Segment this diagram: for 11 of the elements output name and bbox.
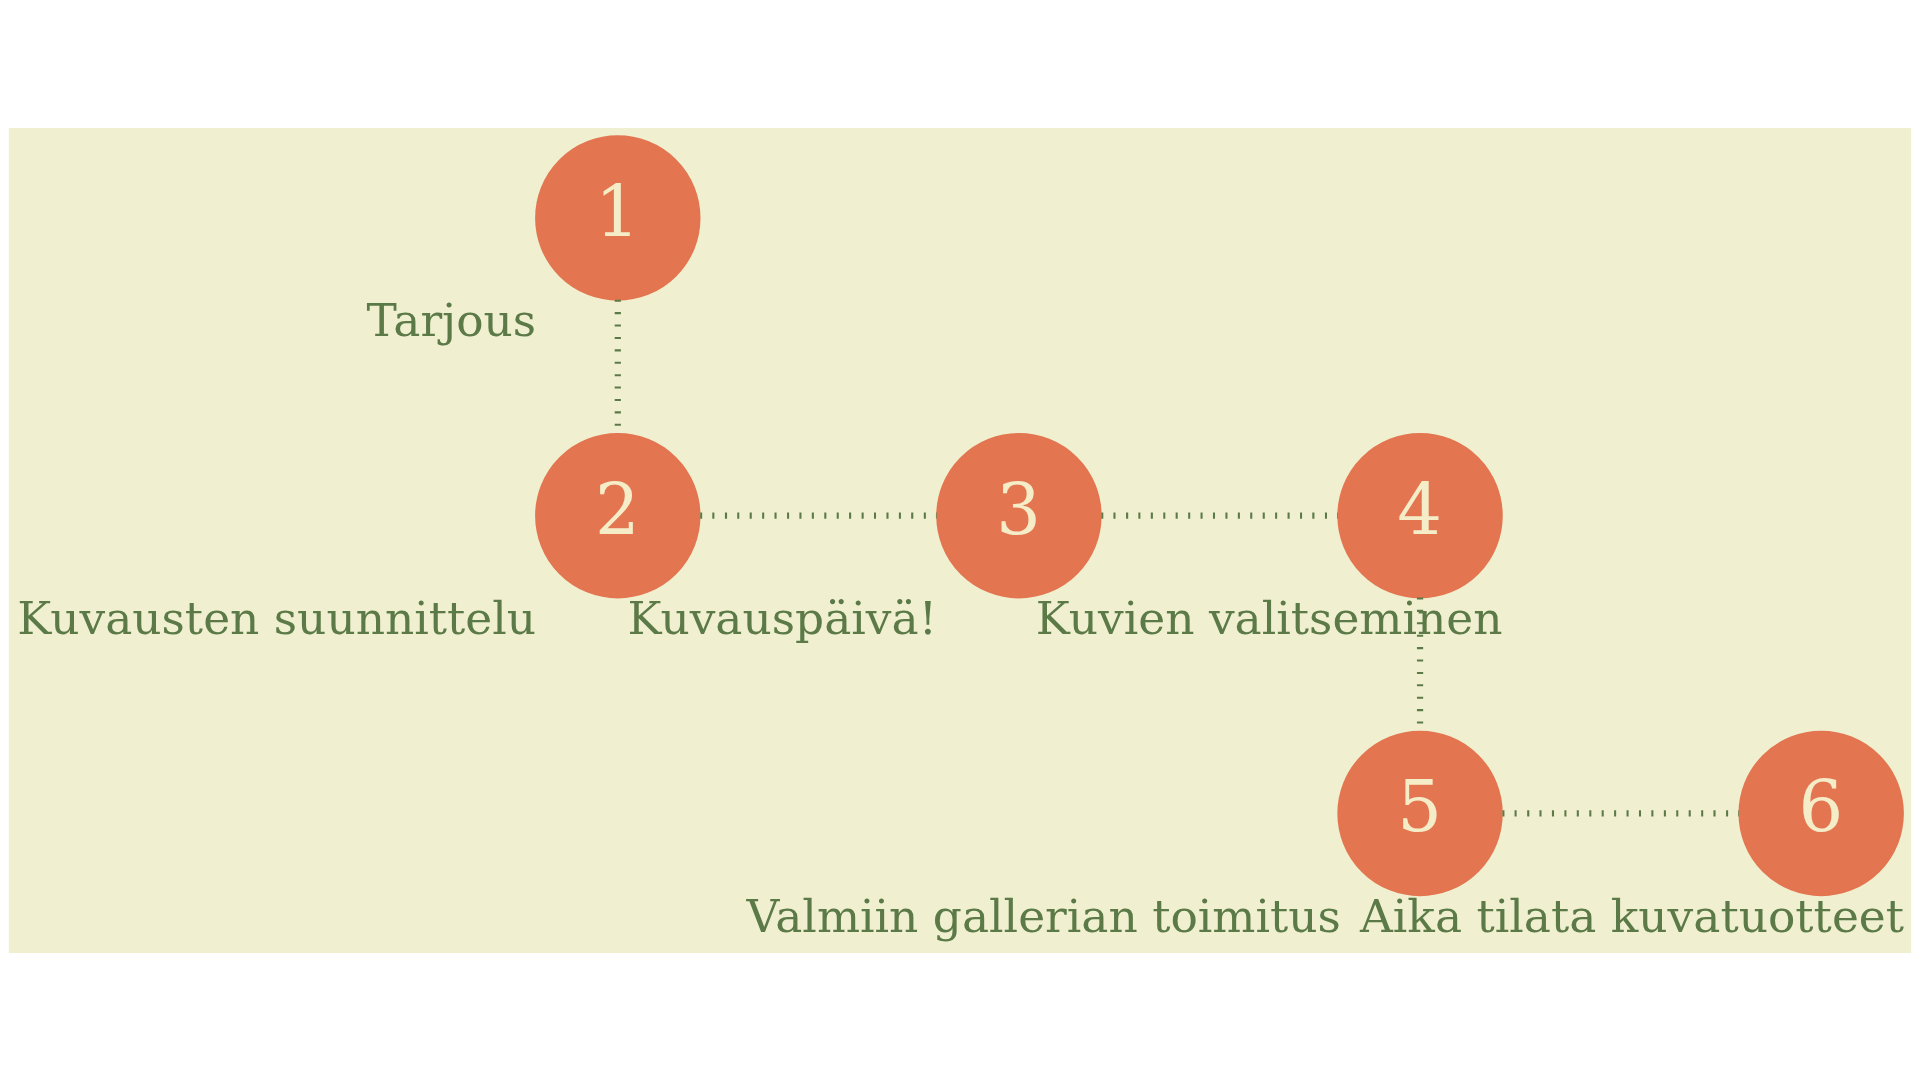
node-label: Tarjous xyxy=(366,293,537,347)
connector xyxy=(700,512,937,519)
node-circle: 4 xyxy=(1337,432,1503,598)
node-circle: 5 xyxy=(1337,730,1503,896)
node-circle: 2 xyxy=(535,432,701,598)
node-circle: 3 xyxy=(936,432,1102,598)
connector xyxy=(1502,809,1739,817)
node-label: Kuvausten suunnittelu xyxy=(17,591,537,645)
node-circle: 1 xyxy=(535,134,701,301)
node-circle: 6 xyxy=(1738,730,1904,896)
connector xyxy=(1101,512,1338,519)
